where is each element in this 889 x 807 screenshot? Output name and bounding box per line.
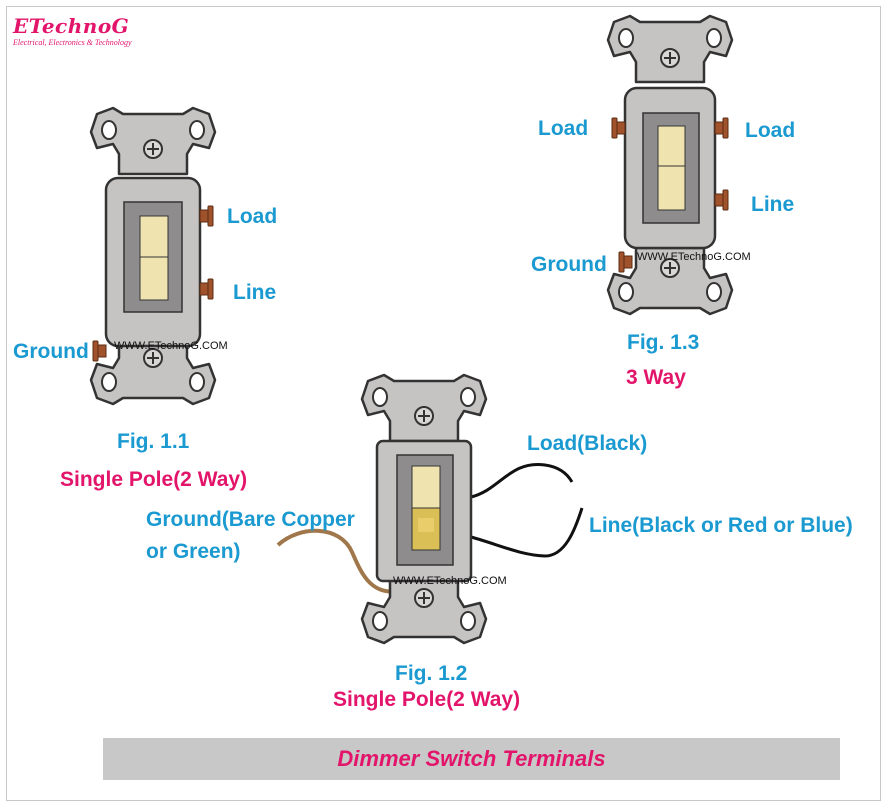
fig1-3-line-label: Line: [751, 193, 795, 216]
fig1-2-load-label: Load(Black): [527, 432, 648, 455]
line-wire-icon: [470, 507, 584, 558]
fig1-2-line-label: Line(Black or Red or Blue): [589, 514, 853, 537]
line-screw-icon: [714, 189, 729, 211]
ground-screw-icon: [92, 340, 107, 362]
diagram-caption: Dimmer Switch Terminals: [337, 746, 606, 771]
load-wire-icon: [470, 462, 574, 499]
fig1-3-load-left-label: Load: [538, 117, 589, 140]
load-screw-icon: [199, 205, 214, 227]
diagram-frame: [6, 6, 881, 801]
load-right-screw-icon: [714, 117, 729, 139]
fig1-1-figure-label: Fig. 1.1: [117, 430, 190, 453]
fig1-3-watermark: WWW.ETechnoG.COM: [637, 251, 751, 263]
line-screw-icon: [199, 278, 214, 300]
load-left-screw-icon: [611, 117, 626, 139]
etechnog-logo: ETechnoG Electrical, Electronics & Techn…: [13, 14, 132, 47]
logo-text: ETechnoG: [13, 14, 130, 38]
switch-icon-fig-1-1: [89, 106, 217, 406]
fig1-1-watermark: WWW.ETechnoG.COM: [114, 340, 228, 352]
fig1-2-ground-label-line2: or Green): [146, 540, 241, 563]
fig1-3-ground-label: Ground: [531, 253, 607, 276]
fig1-1-ground-label: Ground: [13, 340, 89, 363]
fig1-3-figure-label: Fig. 1.3: [627, 331, 700, 354]
ground-wire-icon: [276, 528, 405, 594]
fig1-2-type-label: Single Pole(2 Way): [333, 688, 521, 711]
fig1-3-load-right-label: Load: [745, 119, 796, 142]
fig1-1-type-label: Single Pole(2 Way): [60, 468, 248, 491]
caption-bar: Dimmer Switch Terminals: [103, 738, 840, 780]
fig1-2-ground-label-line1: Ground(Bare Copper: [146, 508, 355, 531]
logo-tagline: Electrical, Electronics & Technology: [13, 38, 132, 47]
fig1-2-figure-label: Fig. 1.2: [395, 662, 468, 685]
fig1-1-load-label: Load: [227, 205, 278, 228]
fig1-3-type-label: 3 Way: [626, 366, 686, 389]
ground-screw-icon: [618, 251, 633, 273]
fig1-1-line-label: Line: [233, 281, 277, 304]
fig1-2-watermark: WWW.ETechnoG.COM: [393, 575, 507, 587]
switch-icon-fig-1-3: [606, 14, 734, 316]
switch-icon-fig-1-2: [276, 373, 584, 645]
